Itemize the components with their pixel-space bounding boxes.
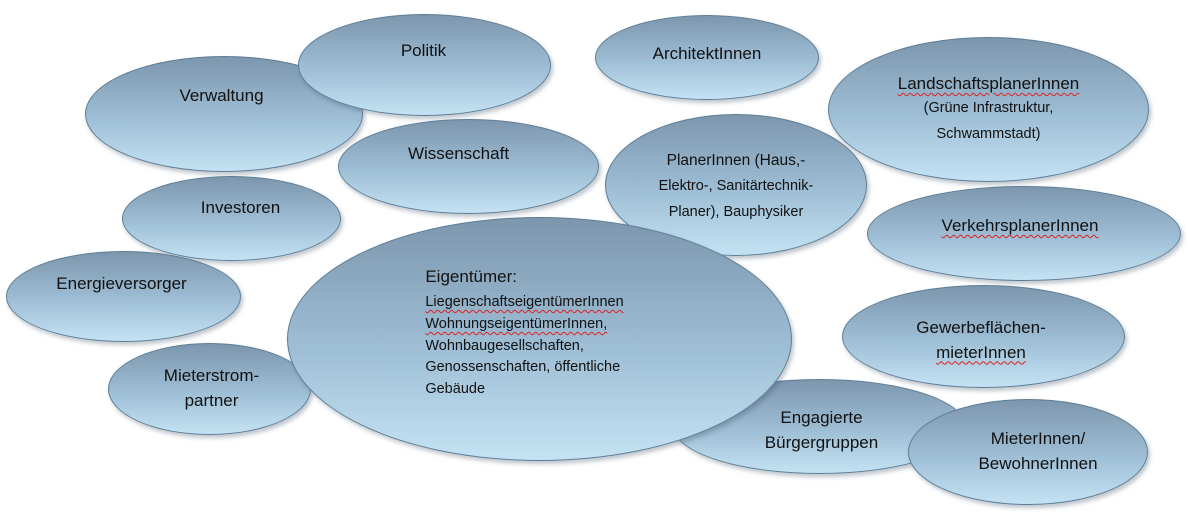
bubble-gewerbeflaechenmieter: Gewerbeflächen- mieterInnen <box>842 285 1125 388</box>
label-landschaftsplaner-line3: Schwammstadt) <box>936 125 1041 142</box>
label-eigentuemer-line1: LiegenschaftseigentümerInnen <box>425 294 624 311</box>
label-planer-line2: Elektro-, Sanitärtechnik- <box>658 178 814 195</box>
bubble-verkehrsplaner: VerkehrsplanerInnen <box>867 186 1181 281</box>
label-wissenschaft: Wissenschaft <box>407 144 510 164</box>
label-mieterstrom-line1: Mieterstrom- <box>163 366 260 386</box>
label-gewerbe-line1: Gewerbeflächen- <box>916 317 1046 337</box>
label-eigentuemer-title: Eigentümer: <box>425 267 518 287</box>
label-buerger-line1: Engagierte <box>780 407 863 427</box>
label-mieter-line1: MieterInnen/ <box>990 429 1086 449</box>
bubble-landschaftsplaner: LandschaftsplanerInnen (Grüne Infrastruk… <box>828 37 1149 182</box>
bubble-investoren: Investoren <box>122 176 341 261</box>
label-eigentuemer-line5: Gebäude <box>425 381 486 398</box>
bubble-mieter-bewohner: MieterInnen/ BewohnerInnen <box>908 399 1148 505</box>
bubble-energieversorger: Energieversorger <box>6 251 241 342</box>
bubble-architekten: ArchitektInnen <box>595 15 819 100</box>
label-verkehrsplaner: VerkehrsplanerInnen <box>941 216 1099 236</box>
bubble-planer: PlanerInnen (Haus,- Elektro-, Sanitärtec… <box>605 114 867 256</box>
label-planer-line3: Planer), Bauphysiker <box>668 203 804 220</box>
label-landschaftsplaner: LandschaftsplanerInnen <box>897 73 1080 93</box>
label-architekten: ArchitektInnen <box>652 44 762 64</box>
label-gewerbe-line2: mieterInnen <box>936 342 1026 362</box>
label-planer-line1: PlanerInnen (Haus,- <box>666 152 806 170</box>
label-investoren: Investoren <box>200 197 281 217</box>
bubble-mieterstrompartner: Mieterstrom- partner <box>108 343 311 435</box>
label-verwaltung: Verwaltung <box>179 86 264 106</box>
bubble-politik: Politik <box>298 14 551 116</box>
label-mieter-line2: BewohnerInnen <box>978 454 1098 473</box>
label-mieterstrom-line2: partner <box>184 391 239 410</box>
label-energieversorger: Energieversorger <box>56 274 187 294</box>
bubble-wissenschaft: Wissenschaft <box>338 119 599 214</box>
label-eigentuemer-line2: WohnungseigentümerInnen, <box>425 315 608 332</box>
label-eigentuemer-line4: Genossenschaften, öffentliche <box>425 359 621 376</box>
bubble-eigentuemer: Eigentümer: LiegenschaftseigentümerInnen… <box>287 217 792 461</box>
label-buerger-line2: Bürgergruppen <box>764 432 879 452</box>
label-eigentuemer-line3: Wohnbaugesellschaften, <box>425 337 584 354</box>
label-landschaftsplaner-line2: (Grüne Infrastruktur, <box>923 100 1054 117</box>
label-politik: Politik <box>400 40 447 60</box>
